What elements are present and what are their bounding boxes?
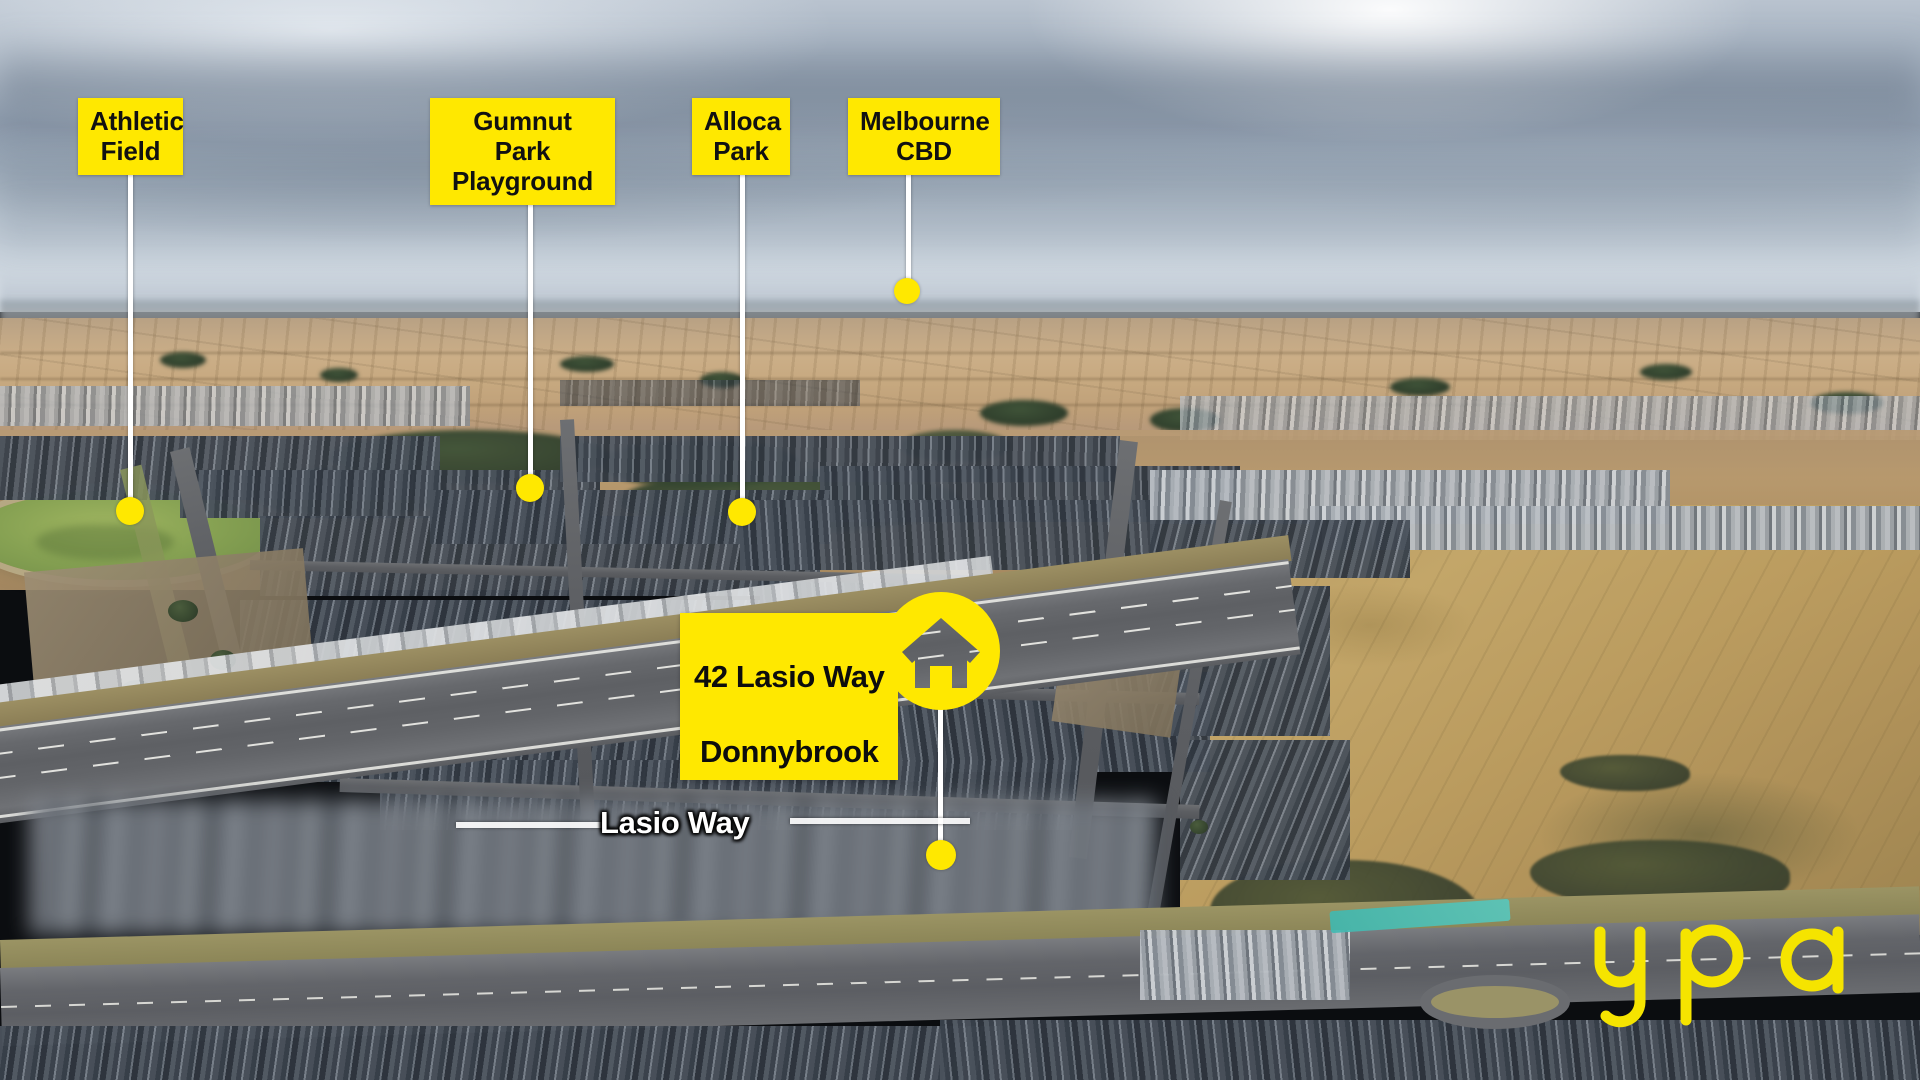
poi-pointer-line	[528, 168, 533, 482]
tree-cluster	[320, 368, 358, 382]
foreground-housing	[940, 1020, 1920, 1080]
poi-label-melbourne-cbd: Melbourne CBD	[848, 98, 1000, 176]
roundabout	[1420, 975, 1570, 1029]
tree-cluster	[1390, 378, 1450, 396]
house-icon	[882, 592, 1000, 710]
street-underline	[790, 818, 970, 824]
distant-estate	[560, 380, 860, 406]
scrub-patch	[1560, 755, 1690, 791]
field-boundary	[0, 352, 1920, 354]
foreground-housing	[1140, 930, 1350, 1000]
poi-pointer-dot	[516, 474, 544, 502]
property-address-label: 42 Lasio Way Donnybrook	[680, 613, 899, 780]
ypa-logo	[1586, 918, 1886, 1030]
tree-cluster	[560, 356, 614, 372]
tree-cluster	[160, 352, 206, 368]
tree-cluster	[1640, 364, 1692, 380]
street-underline	[456, 822, 606, 828]
poi-pointer-line	[740, 168, 745, 506]
property-pointer-dot	[926, 840, 956, 870]
housing-rows	[1310, 506, 1920, 550]
foreground-housing	[0, 1026, 1000, 1080]
cloud-band	[0, 196, 1920, 266]
housing-rows	[740, 500, 1160, 570]
poi-pointer-line	[906, 168, 911, 288]
field-boundary	[0, 378, 1920, 380]
poi-pointer-dot	[894, 278, 920, 304]
tree	[1190, 820, 1208, 834]
poi-pointer-dot	[728, 498, 756, 526]
property-pointer-line	[938, 706, 943, 856]
distant-estate	[0, 386, 470, 426]
property-address-line2: Donnybrook	[699, 733, 879, 769]
property-address-line1: 42 Lasio Way	[694, 659, 885, 695]
poi-pointer-dot	[116, 497, 144, 525]
poi-label-athletic-field: Athletic Field	[78, 98, 184, 176]
housing-rows	[1180, 740, 1350, 880]
tree	[168, 600, 198, 622]
street-name-label: Lasio Way	[600, 805, 750, 840]
tree-cluster	[980, 400, 1068, 426]
poi-pointer-line	[128, 168, 133, 508]
poi-label-alloca-park: Alloca Park	[692, 98, 790, 176]
poi-label-gumnut-park-playground: Gumnut Park Playground	[430, 98, 615, 206]
